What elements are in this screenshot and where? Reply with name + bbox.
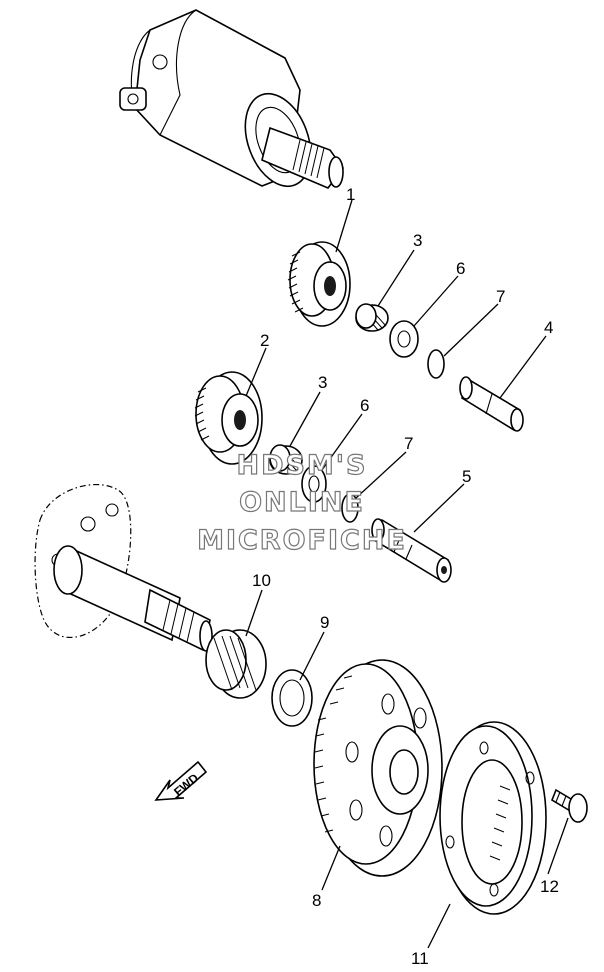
- washer-6-lower: [301, 465, 327, 503]
- idler-gear-1: [287, 241, 351, 327]
- callout-9: 9: [320, 613, 329, 632]
- washer-6-upper: [389, 320, 419, 358]
- crankshaft-reference: [34, 483, 213, 652]
- callout-11: 11: [411, 949, 429, 968]
- gear-2: [194, 371, 263, 465]
- bolt-12: [551, 788, 588, 823]
- bearing-10: [205, 629, 267, 699]
- callout-8: 8: [312, 891, 321, 910]
- callout-6-upper: 6: [456, 259, 465, 278]
- callout-labels: 1 2 3 3 4 5 6 6 7 7 8 9 10 11 12: [252, 185, 559, 968]
- leader-lines: [245, 199, 569, 949]
- callout-7-lower: 7: [404, 434, 413, 453]
- callout-10: 10: [252, 571, 271, 590]
- callout-3-lower: 3: [318, 373, 327, 392]
- watermark-line-1: HDSM'S: [236, 450, 367, 481]
- watermark-line-2: ONLINE: [239, 487, 365, 518]
- circlip-7-lower: [341, 493, 359, 523]
- callout-7-upper: 7: [496, 287, 505, 306]
- callout-2: 2: [260, 331, 269, 350]
- callout-12: 12: [540, 877, 559, 896]
- watermark-line-3: MICROFICHE: [197, 525, 407, 556]
- needle-bearing-3-lower: [269, 444, 303, 475]
- callout-5: 5: [462, 467, 471, 486]
- washer-9: [271, 669, 313, 727]
- starter-wheel-gear-8: [313, 659, 443, 877]
- circlip-7-upper: [427, 349, 445, 379]
- needle-bearing-3-upper: [355, 303, 389, 332]
- watermark: HDSM'S ONLINE MICROFICHE: [196, 449, 407, 556]
- callout-3-upper: 3: [413, 231, 422, 250]
- shaft-4: [459, 376, 524, 432]
- one-way-clutch-11: [439, 721, 547, 915]
- fwd-arrow-icon: FWD: [154, 760, 208, 801]
- callout-4: 4: [544, 318, 553, 337]
- callout-1: 1: [346, 185, 355, 204]
- callout-6-lower: 6: [360, 396, 369, 415]
- shaft-5: [371, 518, 452, 583]
- starter-motor: [119, 9, 344, 189]
